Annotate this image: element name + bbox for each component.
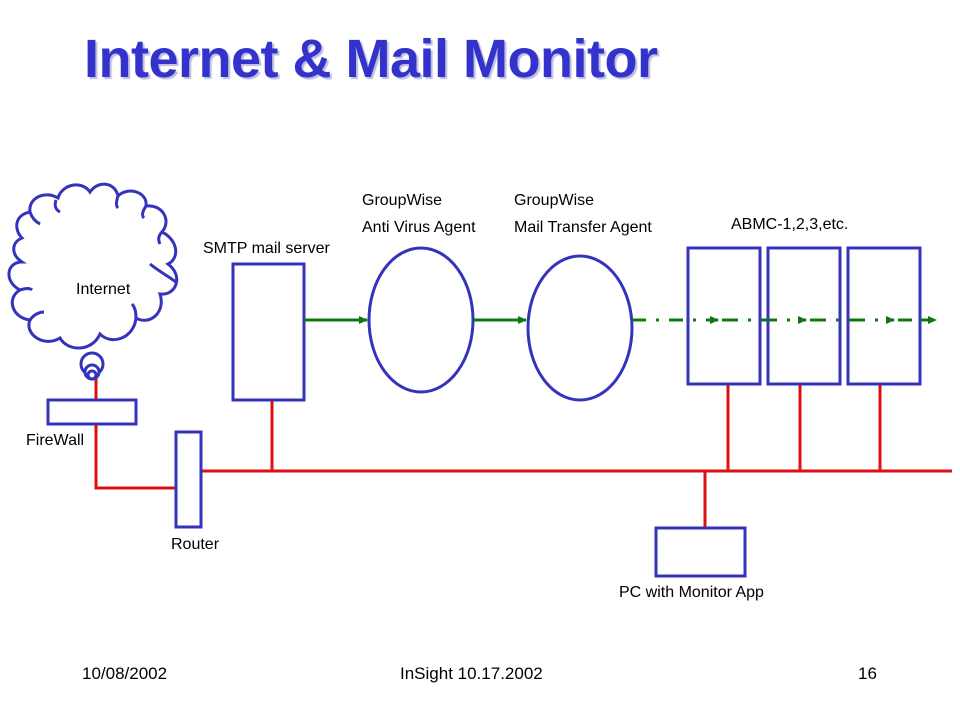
mta-label-line1: GroupWise <box>514 192 595 209</box>
antivirus-agent-label-line2: Anti Virus Agent <box>362 219 476 236</box>
firewall-to-router-line <box>94 424 176 490</box>
antivirus-agent-label-line1: GroupWise <box>362 192 443 209</box>
internet-cloud-icon <box>7 182 179 381</box>
mail-transfer-agent-ellipse <box>526 254 634 402</box>
antivirus-agent-ellipse <box>367 246 475 394</box>
router-label: Router <box>171 536 220 553</box>
abmc-box-3 <box>846 246 922 386</box>
mta-label-line2: Mail Transfer Agent <box>514 219 652 236</box>
slide-title: Internet & Mail Monitor <box>84 29 658 89</box>
abmc-box-1 <box>686 246 762 386</box>
pc-monitor-box <box>654 526 747 578</box>
internet-label: Internet <box>76 281 131 298</box>
footer-center-text: InSight 10.17.2002 <box>400 664 543 683</box>
footer-date: 10/08/2002 <box>82 664 168 683</box>
firewall-box <box>46 398 138 426</box>
router-box <box>174 430 203 529</box>
abmc-box-2 <box>766 246 842 386</box>
smtp-server-box <box>231 262 306 402</box>
footer-page-number: 16 <box>858 664 877 683</box>
firewall-label: FireWall <box>26 432 85 449</box>
network-lines <box>94 378 952 528</box>
pc-monitor-label: PC with Monitor App <box>619 584 764 601</box>
abmc-label: ABMC-1,2,3,etc. <box>731 216 849 233</box>
smtp-server-label: SMTP mail server <box>203 240 330 257</box>
